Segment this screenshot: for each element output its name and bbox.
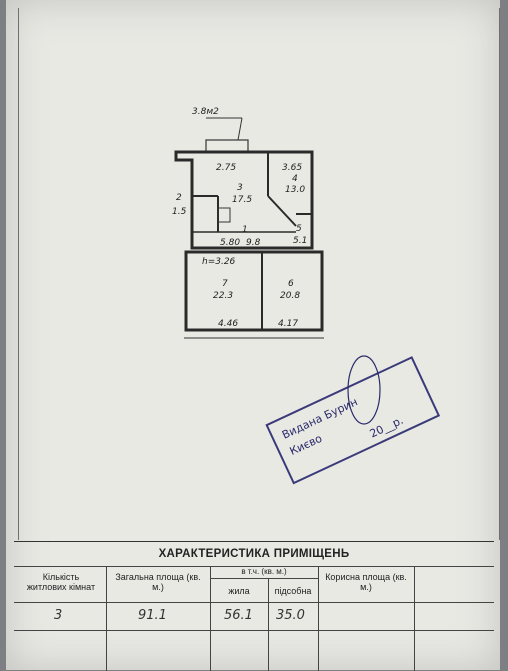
label-room1-num: 1 xyxy=(242,225,248,235)
label-room3-area: 17.5 xyxy=(232,195,252,205)
col-divider-2 xyxy=(210,566,211,671)
header-auxiliary-area: підсобна xyxy=(274,586,312,596)
label-dim-417: 4.17 xyxy=(278,319,298,329)
partition-diag xyxy=(267,195,297,227)
label-room6-area: 20.8 xyxy=(280,291,300,301)
label-room6-num: 6 xyxy=(288,279,294,289)
label-room7-area: 22.3 xyxy=(213,291,233,301)
label-dim-365: 3.65 xyxy=(282,163,302,173)
label-dim-275: 2.75 xyxy=(216,163,236,173)
header-bottom-line xyxy=(14,602,494,603)
col-divider-1 xyxy=(106,566,107,671)
label-room2-area: 1.5 xyxy=(172,207,187,217)
lower-block-walls xyxy=(184,250,324,332)
col-divider-4 xyxy=(318,566,319,671)
header-incl-group: в т.ч. (кв. м.) xyxy=(241,567,287,576)
signature-mark xyxy=(347,355,381,425)
value-auxiliary-area: 35.0 xyxy=(276,608,305,623)
group-header-line xyxy=(210,578,318,579)
registration-stamp: Видана Бурин Києво 20__р. xyxy=(265,355,441,485)
label-room5-num: 5 xyxy=(296,224,302,234)
label-room4-num: 4 xyxy=(292,174,298,184)
upper-block-walls xyxy=(174,150,314,250)
value-rooms-count: 3 xyxy=(54,608,63,623)
header-rooms-count: Кількість житлових кімнат xyxy=(26,572,96,592)
label-room7-num: 7 xyxy=(222,279,228,289)
label-dim-446: 4.46 xyxy=(218,319,238,329)
drawing-frame xyxy=(18,8,500,540)
value-living-area: 56.1 xyxy=(224,608,253,623)
label-room4-area: 13.0 xyxy=(285,185,305,195)
premises-characteristics-table: ХАРАКТЕРИСТИКА ПРИМІЩЕНЬ Кількість житло… xyxy=(14,541,494,671)
label-dim-58: 5.80 xyxy=(220,238,240,248)
label-room3-num: 3 xyxy=(237,183,243,193)
label-room2-num: 2 xyxy=(176,193,182,203)
balcony-area-label: 3.8м2 xyxy=(192,107,219,117)
value-total-area: 91.1 xyxy=(138,608,167,623)
floor-plan: 3.8м2 2.75 3.65 3 17.5 4 13.0 2 1.5 1 5 … xyxy=(172,107,324,339)
balcony-outline xyxy=(205,139,249,153)
label-room5-area: 5.1 xyxy=(293,236,307,246)
balcony-leader-line-diag xyxy=(237,117,243,141)
document-sheet: 3.8м2 2.75 3.65 3 17.5 4 13.0 2 1.5 1 5 … xyxy=(6,0,500,670)
label-dim-98: 9.8 xyxy=(246,238,261,248)
col-divider-5 xyxy=(414,566,415,671)
stamp-border xyxy=(265,356,441,485)
header-total-area: Загальна площа (кв. м.) xyxy=(115,572,201,592)
stove-symbol xyxy=(217,207,231,223)
table-title: ХАРАКТЕРИСТИКА ПРИМІЩЕНЬ xyxy=(14,542,494,567)
label-ceiling-height: h=3.26 xyxy=(202,257,236,267)
header-useful-area: Корисна площа (кв. м.) xyxy=(325,572,407,592)
col-divider-3 xyxy=(268,578,269,671)
header-living-area: жила xyxy=(228,586,250,596)
row-bottom-line xyxy=(14,630,494,631)
